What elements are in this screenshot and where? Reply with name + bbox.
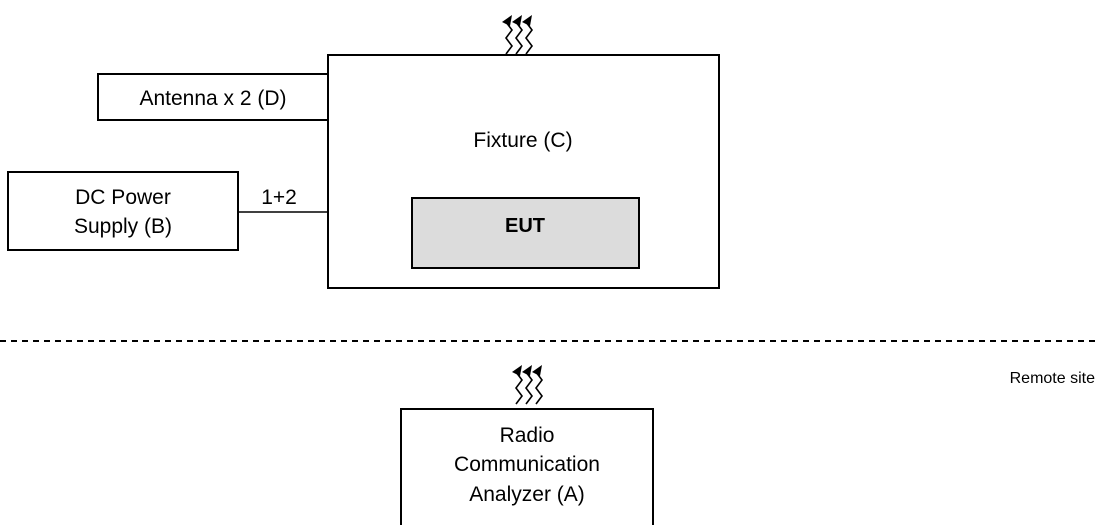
analyzer-box	[400, 408, 654, 525]
analyzer-line3: Analyzer (A)	[469, 483, 585, 506]
power-supply-box	[7, 171, 239, 251]
power-supply-line1: DC Power	[75, 186, 171, 209]
antenna-label: Antenna x 2 (D)	[139, 87, 286, 110]
fixture-label: Fixture (C)	[473, 129, 572, 152]
remote-site-label: Remote site	[1010, 370, 1095, 387]
connection-label: 1+2	[261, 186, 297, 209]
eut-box	[411, 197, 640, 269]
radio-waves-icon	[502, 15, 533, 55]
analyzer-line2: Communication	[454, 453, 600, 476]
eut-label: EUT	[505, 215, 545, 237]
antenna-box	[97, 73, 329, 121]
analyzer-line1: Radio	[500, 424, 555, 447]
radio-waves-icon	[512, 365, 543, 405]
power-supply-line2: Supply (B)	[74, 215, 172, 238]
